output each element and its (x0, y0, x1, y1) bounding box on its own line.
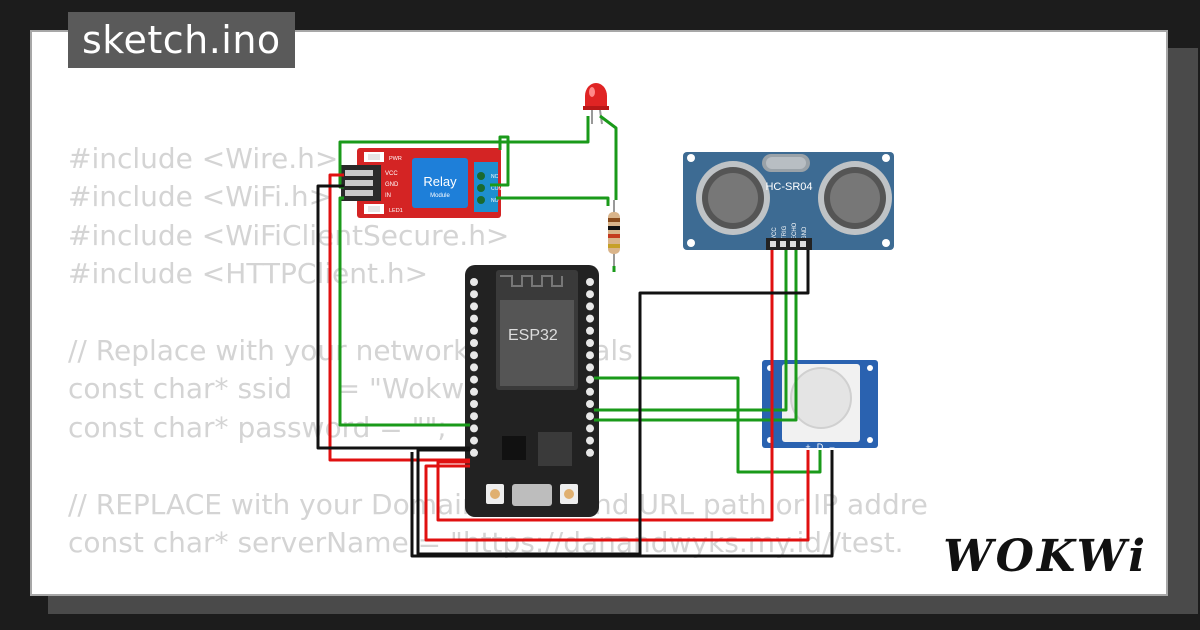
wires (316, 114, 834, 558)
wire-black (410, 450, 834, 558)
wire-green (594, 376, 822, 474)
esp32-pin[interactable] (470, 436, 478, 445)
ultrasonic-pin-label: GND (802, 226, 808, 240)
sketch-title[interactable]: sketch.ino (68, 12, 295, 68)
esp32-pin[interactable] (470, 448, 478, 457)
code-line: const char* password = ""; (68, 410, 447, 444)
esp32-pin[interactable] (586, 326, 594, 335)
led-red[interactable] (583, 83, 609, 125)
esp32-pin[interactable] (586, 339, 594, 347)
esp32-pin[interactable] (470, 302, 478, 311)
wire-green (599, 114, 618, 200)
esp32-pin[interactable] (470, 400, 478, 408)
esp32-pin[interactable] (470, 351, 478, 360)
esp32-pin[interactable] (470, 424, 478, 433)
wire-red (436, 250, 774, 522)
esp32-pin[interactable] (586, 375, 594, 384)
esp32-pin[interactable] (470, 326, 478, 335)
wire-green (594, 250, 788, 412)
esp32-pin[interactable] (586, 412, 594, 421)
esp32-pin[interactable] (586, 387, 594, 396)
wire-green (490, 135, 510, 187)
esp32-pin[interactable] (586, 436, 594, 445)
wire-black (416, 250, 810, 556)
relay-contact-label: NC (491, 174, 499, 180)
ultrasonic-label: HC-SR04 (765, 181, 812, 193)
relay-module[interactable]: VCC GND IN PWR LED1 Relay Module NC COM … (341, 148, 503, 218)
pir-pin-label: – (829, 442, 834, 452)
relay-subtitle: Module (430, 193, 450, 199)
pir-sensor[interactable]: + D – (762, 360, 878, 452)
wire-red (424, 450, 810, 542)
wire-red (328, 173, 470, 462)
ultrasonic-sensor[interactable]: HC-SR04 VCC TRIG ECHO GND (683, 152, 894, 250)
esp32-pin[interactable] (470, 363, 478, 372)
esp32-pin[interactable] (470, 290, 478, 299)
esp32-pin[interactable] (586, 400, 594, 408)
esp32-pin[interactable] (586, 448, 594, 457)
relay-title: Relay (423, 174, 457, 189)
relay-block (412, 158, 468, 208)
code-line: #include <WiFiClientSecure.h> (68, 218, 510, 252)
esp32-pin[interactable] (586, 363, 594, 372)
esp32-pin[interactable] (470, 339, 478, 347)
wire-green (496, 196, 610, 206)
relay-led-label: LED1 (389, 208, 403, 214)
wire-green (338, 196, 470, 427)
esp32-pin[interactable] (586, 314, 594, 323)
code-line: #include <HTTPClient.h> (68, 257, 429, 291)
esp32-pin[interactable] (586, 302, 594, 311)
esp32-pin[interactable] (586, 424, 594, 433)
esp32-pin[interactable] (586, 290, 594, 299)
wire-green (594, 250, 798, 422)
esp32-pin[interactable] (586, 278, 594, 286)
relay-contact-label: NO (491, 198, 499, 204)
code-line: #include <Wire.h> (68, 142, 339, 175)
esp32-label: ESP32 (508, 327, 558, 344)
esp32-pin[interactable] (470, 278, 478, 286)
esp32-pin[interactable] (470, 314, 478, 323)
esp32-pin[interactable] (470, 387, 478, 396)
wokwi-logo: WOKWi (943, 531, 1148, 582)
pir-pin-label: D (817, 442, 824, 452)
ultrasonic-pin-label: ECHO (792, 222, 798, 240)
esp32-board[interactable]: ESP32 (465, 265, 599, 517)
pir-pin-label: + (805, 442, 810, 452)
esp32-pin[interactable] (470, 412, 478, 421)
code-line: #include <WiFi.h> (68, 180, 333, 214)
relay-pin-label: VCC (385, 171, 398, 177)
relay-pin-label: GND (385, 182, 399, 188)
esp32-pin[interactable] (470, 375, 478, 384)
relay-led-label: PWR (389, 156, 402, 162)
ultrasonic-pin-label: VCC (772, 227, 778, 240)
relay-pin-label: IN (385, 193, 391, 199)
ultrasonic-pin-label: TRIG (782, 225, 788, 240)
resistor[interactable] (608, 200, 620, 266)
wire-black (316, 184, 470, 450)
relay-contact-label: COM (491, 186, 503, 192)
esp32-pin[interactable] (586, 351, 594, 360)
